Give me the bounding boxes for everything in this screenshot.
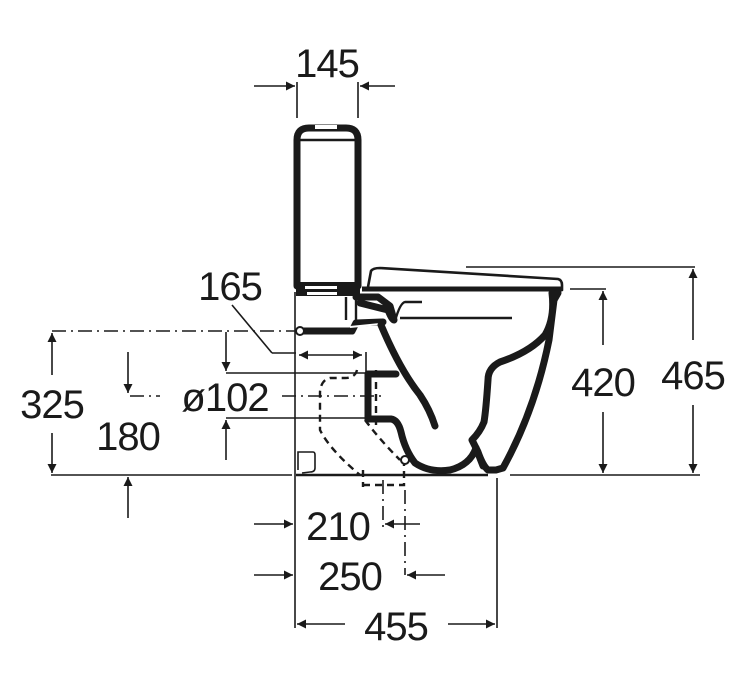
seat-lid <box>362 266 564 292</box>
dim-label-455: 455 <box>364 605 428 649</box>
dim-cistern-width: 145 <box>254 42 395 118</box>
dim-overall-depth: 455 <box>297 605 495 649</box>
dim-label-210: 210 <box>306 505 370 549</box>
reference-lines <box>51 292 700 628</box>
dim-label-145: 145 <box>295 42 359 86</box>
dim-outlet-height: 180 <box>96 352 161 518</box>
bowl <box>300 289 562 475</box>
dim-label-180: 180 <box>96 415 160 459</box>
inlet-point-marker <box>295 326 305 336</box>
dim-inlet-offset: 165 <box>198 265 367 376</box>
dim-label-420: 420 <box>571 361 635 405</box>
cistern <box>293 124 362 296</box>
outlet-hidden-lines <box>318 369 406 487</box>
dim-outlet-min: 210 <box>254 480 420 549</box>
dim-label-250: 250 <box>318 555 382 599</box>
dim-outlet-max: 250 <box>254 490 445 599</box>
dim-rim-height: 420 <box>570 288 636 473</box>
dim-inlet-height: 325 <box>20 330 296 473</box>
dim-label-325: 325 <box>20 383 84 427</box>
dim-label-465: 465 <box>661 354 725 398</box>
dim-label-102: ø102 <box>181 376 268 420</box>
dim-label-165: 165 <box>198 265 262 309</box>
fixing-point-marker <box>400 455 410 465</box>
dim-seat-height: 465 <box>466 266 726 473</box>
dim-outlet-diameter: ø102 <box>181 332 385 460</box>
